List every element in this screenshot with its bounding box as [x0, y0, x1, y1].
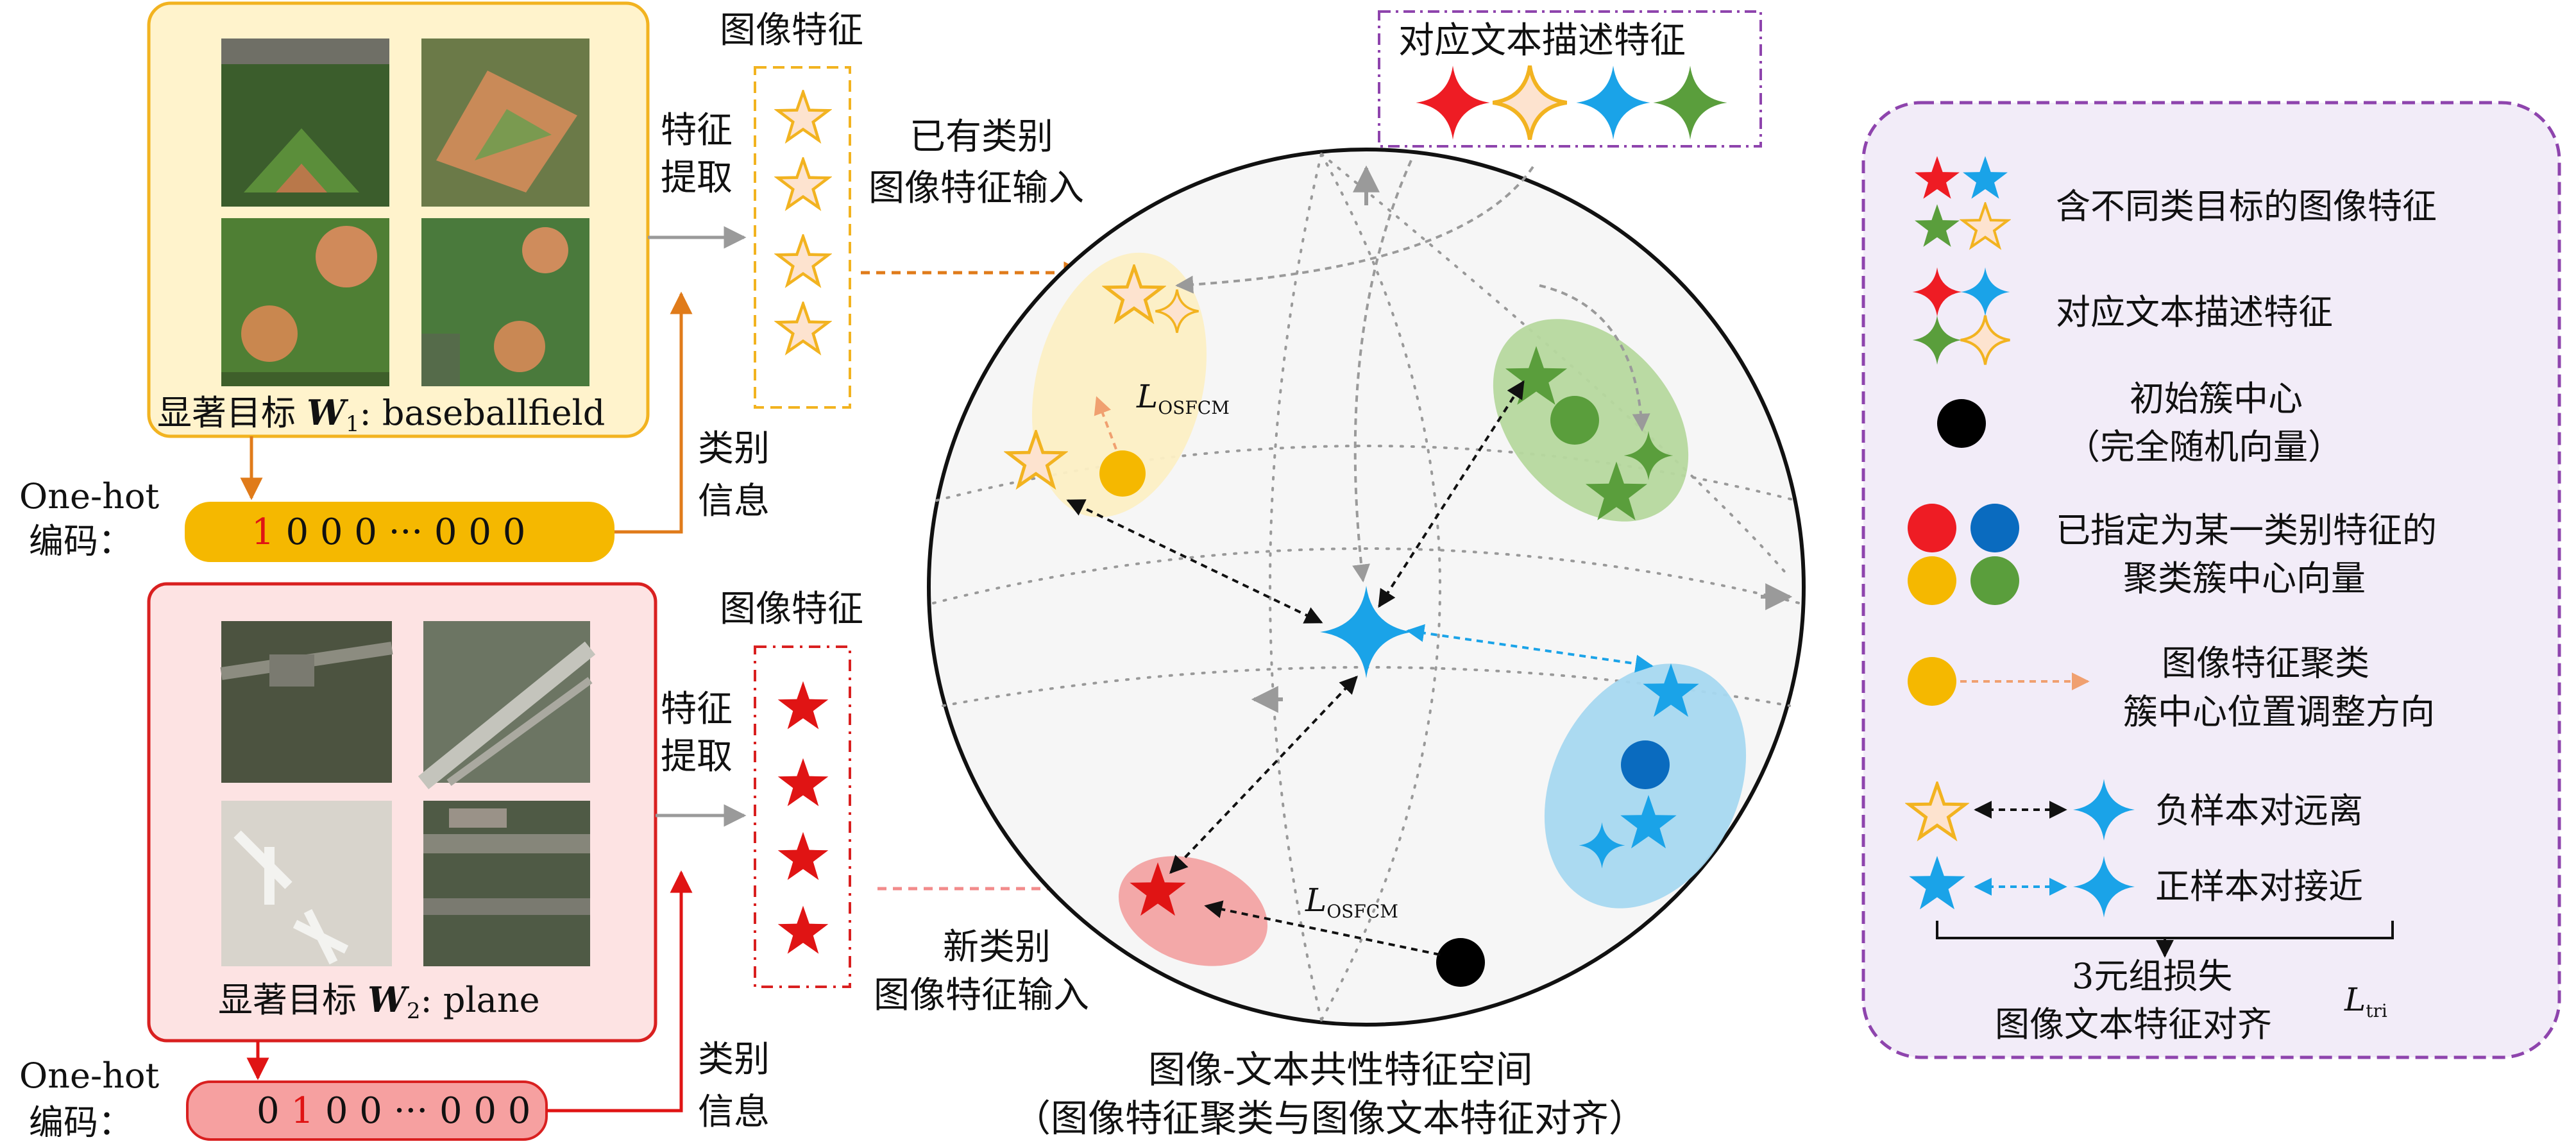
legend-triplet-2: 图像文本特征对齐 [1995, 1004, 2272, 1045]
legend-item-positive: 正样本对接近 [2155, 866, 2363, 907]
legend-item-initial-center-1: 初始簇中心 [2130, 379, 2303, 419]
baseball-thumbnail-2 [421, 38, 589, 207]
onehot-label-bottom-1: One-hot [19, 1055, 160, 1096]
plane-thumbnail-4 [423, 801, 590, 966]
legend-item-negative: 负样本对远离 [2155, 790, 2363, 831]
plane-classinfo-arrow [547, 870, 693, 1113]
plane-center-adjust-arrow [1204, 900, 1441, 956]
baseball-feature-star-3 [778, 237, 829, 285]
text-description-title: 对应文本描述特征 [1398, 20, 1686, 62]
baseball-feature-stars [778, 92, 829, 352]
baseball-center-adjust-arrow [1094, 396, 1117, 450]
legend-item-assigned-center-1: 已指定为某一类别特征的 [2056, 510, 2437, 551]
loss-osfcm-bottom: LOSFCM [1305, 882, 1398, 922]
legend-loss-tri: Ltri [2344, 981, 2387, 1021]
space-title-1: 图像-文本共性特征空间 [1148, 1048, 1533, 1091]
image-features-title-bottom: 图像特征 [720, 588, 863, 630]
text-description-box [1378, 10, 1762, 148]
feature-extract-bottom-1: 特征 [661, 688, 733, 730]
class-info-top-2: 信息 [698, 481, 770, 522]
plane-feature-box [754, 645, 851, 988]
baseball-caption: 显著目标 W1: baseballfield [157, 392, 605, 437]
baseball-thumbnail-4 [421, 218, 589, 386]
plane-thumbnail-1 [220, 621, 393, 783]
plane-feature-stars [777, 681, 829, 954]
text-to-baseball-arrow [1175, 166, 1534, 294]
legend-triplet-1: 3元组损失 [2072, 956, 2232, 996]
legend-item-text-features: 对应文本描述特征 [2056, 292, 2333, 332]
plane-thumbnail-3 [221, 801, 392, 966]
baseball-onehot-code: 1 0 0 0 ··· 0 0 0 [251, 511, 525, 553]
green-cluster-center [1550, 396, 1599, 445]
new-input-label-1: 新类别 [943, 926, 1051, 968]
feature-extract-top-2: 提取 [661, 157, 733, 199]
text-to-center-arrow [1352, 160, 1412, 583]
legend-item-image-features: 含不同类目标的图像特征 [2056, 186, 2437, 226]
legend-item-initial-center-2: （完全随机向量） [2065, 427, 2343, 467]
plane-caption: 显著目标 W2: plane [218, 979, 540, 1024]
baseball-image-panel: 显著目标 W1: baseballfield [147, 1, 650, 438]
class-info-bottom-2: 信息 [698, 1091, 770, 1133]
baseball-cluster-ellipse [1032, 252, 1207, 518]
neg-arrow-to-baseball [1066, 499, 1323, 624]
legend-adjust-dot [1908, 657, 1956, 706]
baseball-thumbnail-1 [221, 38, 389, 207]
plane-feature-star-2 [777, 758, 829, 807]
legend-initial-center-dot [1937, 399, 1986, 448]
neg-arrow-to-green [1378, 380, 1525, 608]
feature-extract-top-1: 特征 [661, 110, 733, 151]
legend-item-assigned-center-2: 聚类簇中心向量 [2123, 558, 2366, 599]
onehot-label-bottom-2: 编码： [29, 1102, 133, 1143]
baseball-feature-star-4 [778, 304, 829, 352]
legend-item-adjust-2: 簇中心位置调整方向 [2123, 692, 2435, 732]
new-input-label-2: 图像特征输入 [874, 975, 1089, 1016]
plane-feature-star-4 [777, 905, 829, 954]
baseball-feature-box [754, 66, 851, 409]
baseball-cluster-center [1099, 450, 1146, 497]
onehot-label-top-1: One-hot [19, 476, 160, 517]
feature-extract-bottom-2: 提取 [661, 736, 733, 778]
existing-input-label-2: 图像特征输入 [869, 167, 1084, 209]
class-info-bottom-1: 类别 [698, 1039, 770, 1080]
blue-cluster-center [1621, 740, 1670, 789]
pos-arrow-to-blue [1406, 624, 1654, 673]
baseball-thumbnail-3 [221, 218, 389, 386]
loss-osfcm-top: LOSFCM [1136, 378, 1230, 418]
legend-item-adjust-1: 图像特征聚类 [2162, 643, 2369, 683]
plane-feature-star-1 [777, 681, 829, 730]
neg-arrow-to-plane [1169, 675, 1358, 875]
legend-assigned-center-dots [1908, 504, 2019, 605]
space-title-2: （图像特征聚类与图像文本特征对齐） [1013, 1097, 1646, 1140]
plane-onehot-code: 0 1 0 0 ··· 0 0 0 [257, 1090, 530, 1132]
baseball-onehot-bar [185, 502, 614, 562]
plane-feature-star-3 [777, 832, 829, 880]
image-features-title-top: 图像特征 [720, 10, 863, 51]
random-initial-center [1436, 938, 1485, 987]
text-to-green-arrow [1539, 284, 1650, 432]
baseball-feature-star-2 [778, 160, 829, 208]
existing-input-label-1: 已有类别 [910, 116, 1053, 158]
plane-image-panel: 显著目标 W2: plane [147, 582, 657, 1043]
baseball-classinfo-arrow [614, 291, 693, 534]
plane-thumbnail-2 [418, 621, 596, 790]
onehot-label-top-2: 编码： [29, 521, 133, 561]
baseball-feature-star-1 [778, 92, 829, 141]
class-info-top-1: 类别 [698, 428, 770, 470]
legend-panel: 含不同类目标的图像特征 对应文本描述特征 初始簇中心 （完全随机向量） 已指定为… [1861, 101, 2561, 1059]
